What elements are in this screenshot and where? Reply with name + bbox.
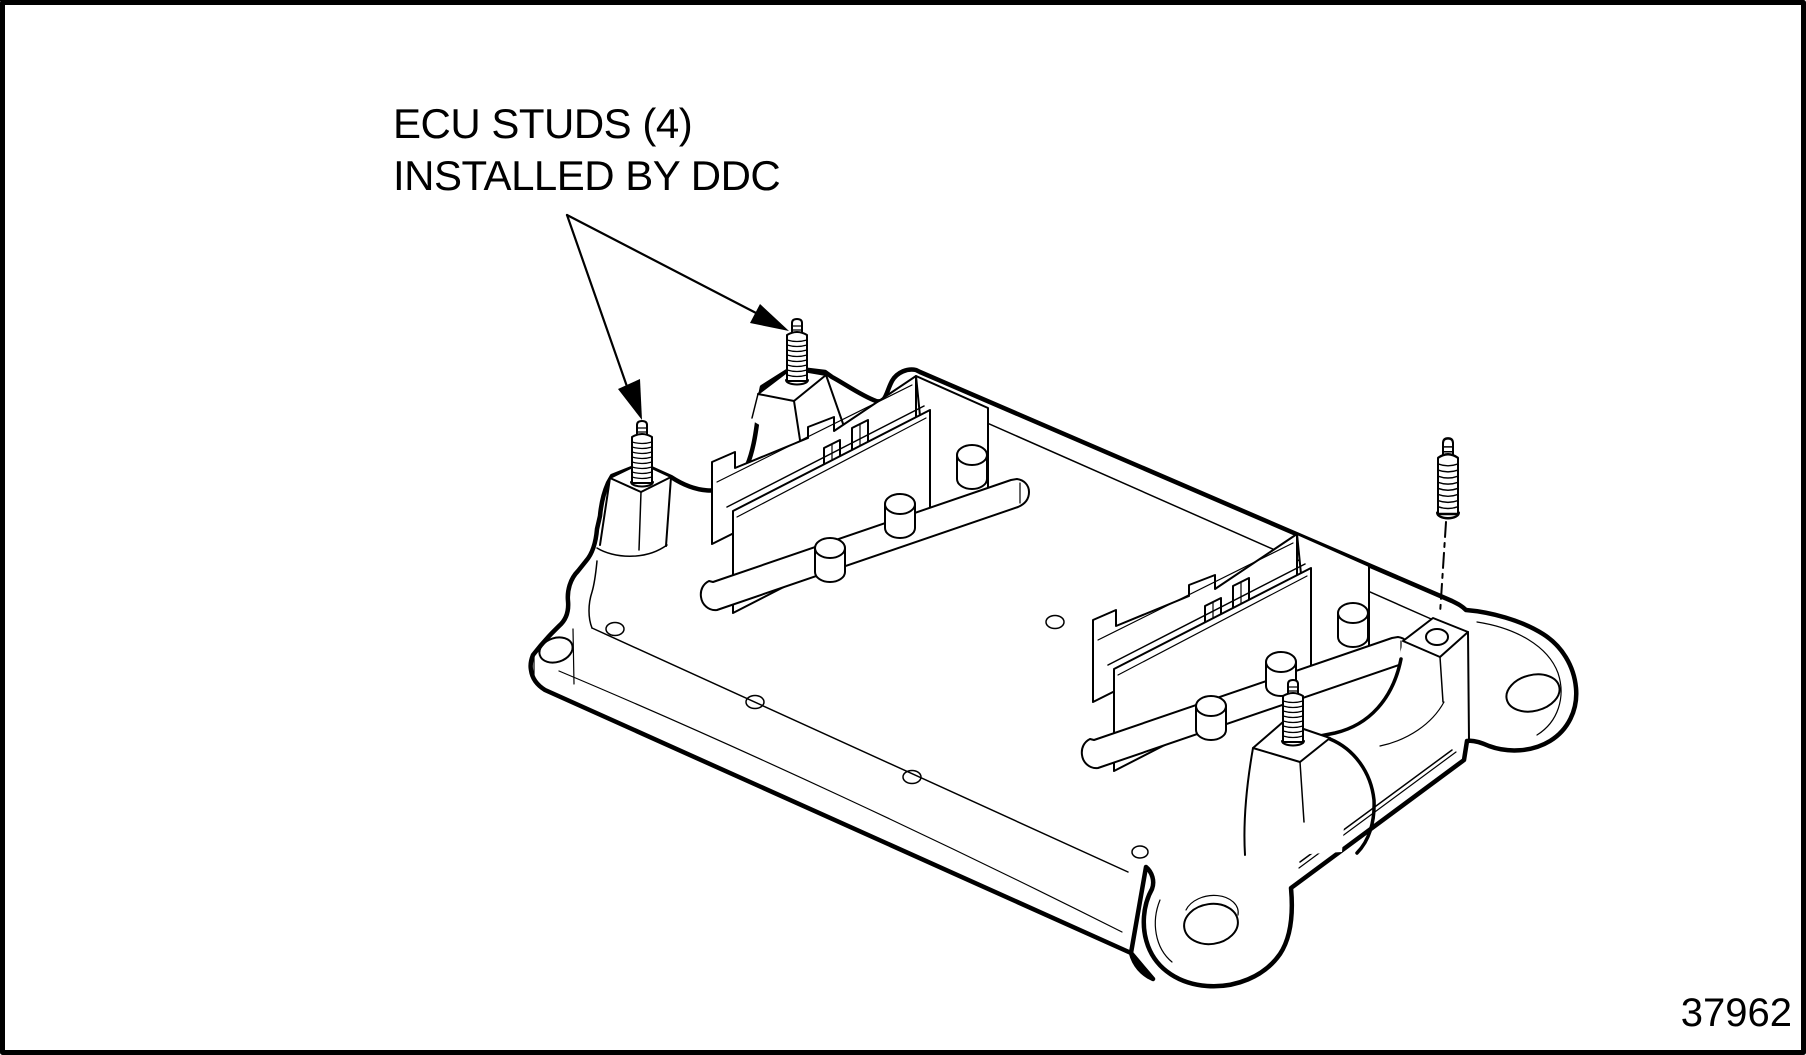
saddle-curve-right xyxy=(1313,657,1403,739)
mounting-boss-front-left xyxy=(596,462,672,557)
assembly-centerline xyxy=(1439,521,1447,615)
connector-housing-left xyxy=(699,375,1030,614)
plate-corner-edges xyxy=(533,628,575,685)
stud-shape xyxy=(0,0,12,5)
mounting-ear-right xyxy=(1476,621,1562,736)
arrowhead-icon-left xyxy=(618,379,642,420)
mounting-boss-bottom xyxy=(1243,721,1376,858)
mounting-ear-bottom xyxy=(1154,894,1239,963)
callout-text-line1: ECU STUDS (4) xyxy=(393,100,692,147)
leader-line-left xyxy=(565,213,633,400)
stud-hole xyxy=(1425,628,1449,646)
callout: ECU STUDS (4) INSTALLED BY DDC xyxy=(393,100,789,420)
connector-guide-posts xyxy=(814,444,988,583)
saddle-curve-bottom xyxy=(1328,737,1376,855)
mounting-ear-hole-right xyxy=(1505,673,1561,713)
leader-line-right xyxy=(565,213,760,316)
figure-number: 37962 xyxy=(1681,991,1792,1035)
connector-base-pad xyxy=(699,478,1030,612)
plate-edge-thickness-line-left xyxy=(558,670,1123,933)
mounting-boss-right xyxy=(1313,617,1470,747)
mounting-ear-hole-bottom xyxy=(1183,902,1239,946)
plate-pin-holes xyxy=(605,614,1149,859)
mounting-ear-hole-left xyxy=(538,636,574,664)
arrowhead-icon-right xyxy=(750,304,789,331)
callout-text-line2: INSTALLED BY DDC xyxy=(393,152,780,199)
